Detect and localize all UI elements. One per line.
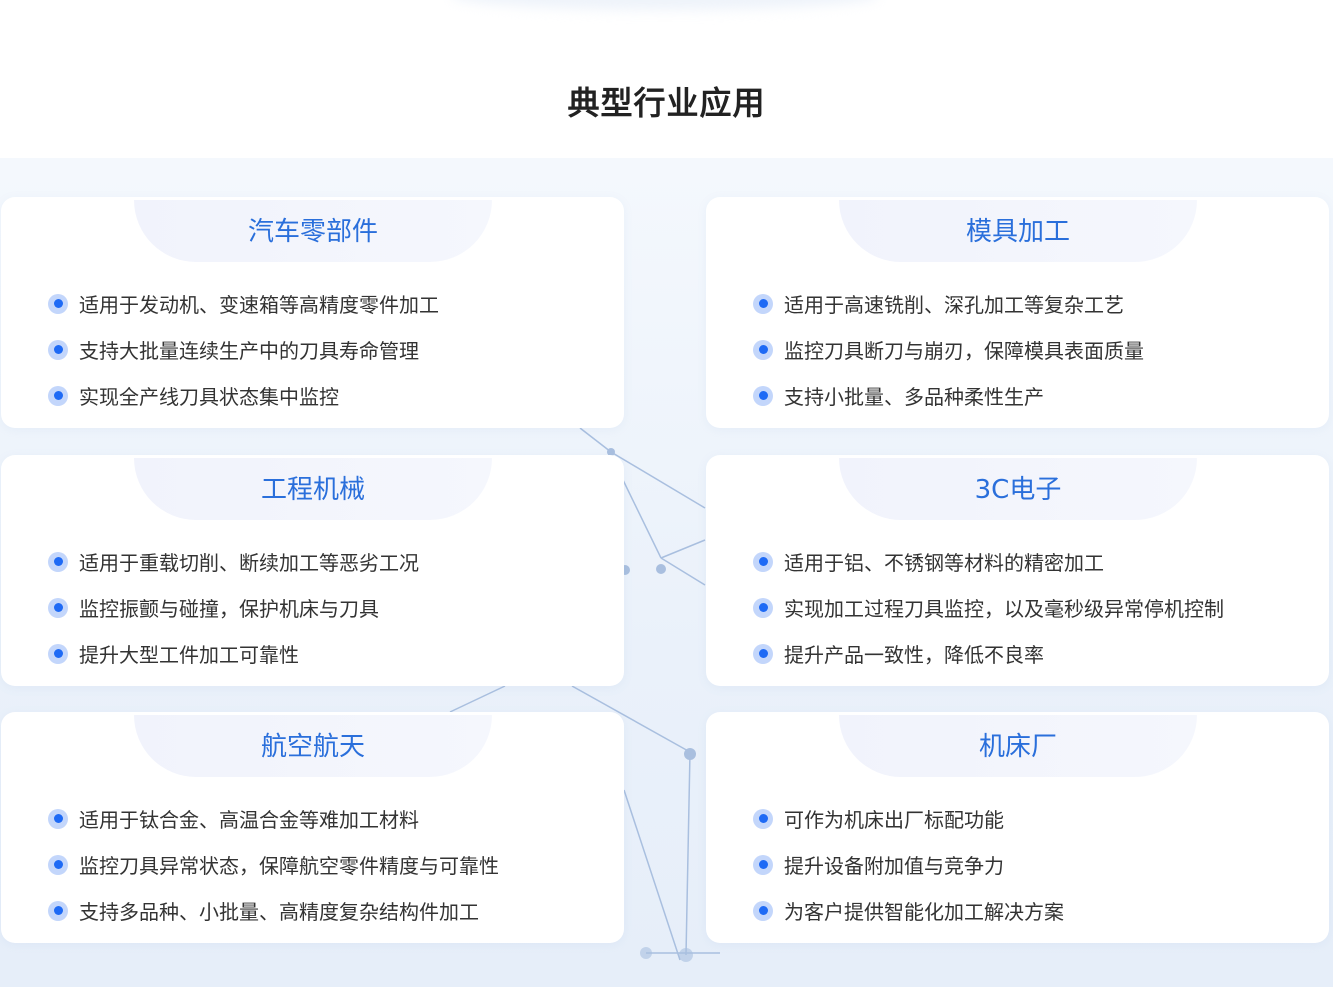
- item-text: 适用于铝、不锈钢等材料的精密加工: [784, 551, 1104, 575]
- item-text: 适用于钛合金、高温合金等难加工材料: [79, 808, 419, 832]
- item-text: 适用于发动机、变速箱等高精度零件加工: [79, 293, 439, 317]
- card-title: 汽车零部件: [134, 200, 492, 262]
- list-item: 为客户提供智能化加工解决方案: [753, 896, 1064, 925]
- bullet-icon: [753, 339, 773, 360]
- industry-card: 航空航天适用于钛合金、高温合金等难加工材料监控刀具异常状态，保障航空零件精度与可…: [1, 712, 624, 943]
- bullet-icon: [48, 339, 68, 360]
- list-item: 适用于发动机、变速箱等高精度零件加工: [48, 289, 439, 318]
- item-text: 支持多品种、小批量、高精度复杂结构件加工: [79, 900, 479, 924]
- bullet-icon: [48, 293, 68, 314]
- bullet-icon: [48, 854, 68, 875]
- item-text: 适用于高速铣削、深孔加工等复杂工艺: [784, 293, 1124, 317]
- bullet-icon: [48, 385, 68, 406]
- item-text: 支持小批量、多品种柔性生产: [784, 385, 1044, 409]
- list-item: 提升大型工件加工可靠性: [48, 639, 299, 668]
- item-text: 监控刀具断刀与崩刃，保障模具表面质量: [784, 339, 1144, 363]
- bullet-icon: [753, 900, 773, 921]
- bullet-icon: [48, 597, 68, 618]
- item-text: 提升大型工件加工可靠性: [79, 643, 299, 667]
- list-item: 监控刀具断刀与崩刃，保障模具表面质量: [753, 335, 1144, 364]
- list-item: 提升设备附加值与竞争力: [753, 850, 1004, 879]
- card-title: 3C电子: [839, 458, 1197, 520]
- bullet-icon: [753, 385, 773, 406]
- industry-card: 模具加工适用于高速铣削、深孔加工等复杂工艺监控刀具断刀与崩刃，保障模具表面质量支…: [706, 197, 1329, 428]
- bullet-icon: [48, 643, 68, 664]
- bullet-icon: [753, 293, 773, 314]
- list-item: 可作为机床出厂标配功能: [753, 804, 1004, 833]
- industry-card: 汽车零部件适用于发动机、变速箱等高精度零件加工支持大批量连续生产中的刀具寿命管理…: [1, 197, 624, 428]
- list-item: 实现全产线刀具状态集中监控: [48, 381, 339, 410]
- list-item: 支持多品种、小批量、高精度复杂结构件加工: [48, 896, 479, 925]
- list-item: 支持小批量、多品种柔性生产: [753, 381, 1044, 410]
- card-title: 模具加工: [839, 200, 1197, 262]
- list-item: 适用于钛合金、高温合金等难加工材料: [48, 804, 419, 833]
- list-item: 适用于铝、不锈钢等材料的精密加工: [753, 547, 1104, 576]
- list-item: 监控刀具异常状态，保障航空零件精度与可靠性: [48, 850, 499, 879]
- bullet-icon: [753, 597, 773, 618]
- item-text: 提升产品一致性，降低不良率: [784, 643, 1044, 667]
- item-text: 适用于重载切削、断续加工等恶劣工况: [79, 551, 419, 575]
- card-title: 工程机械: [134, 458, 492, 520]
- item-text: 监控刀具异常状态，保障航空零件精度与可靠性: [79, 854, 499, 878]
- bullet-icon: [753, 643, 773, 664]
- card-title: 航空航天: [134, 715, 492, 777]
- bullet-icon: [753, 854, 773, 875]
- item-text: 实现全产线刀具状态集中监控: [79, 385, 339, 409]
- bullet-icon: [753, 551, 773, 572]
- card-title: 机床厂: [839, 715, 1197, 777]
- bullet-icon: [753, 808, 773, 829]
- list-item: 适用于高速铣削、深孔加工等复杂工艺: [753, 289, 1124, 318]
- bullet-icon: [48, 900, 68, 921]
- item-text: 为客户提供智能化加工解决方案: [784, 900, 1064, 924]
- list-item: 监控振颤与碰撞，保护机床与刀具: [48, 593, 379, 622]
- item-text: 可作为机床出厂标配功能: [784, 808, 1004, 832]
- item-text: 实现加工过程刀具监控，以及毫秒级异常停机控制: [784, 597, 1224, 621]
- item-text: 监控振颤与碰撞，保护机床与刀具: [79, 597, 379, 621]
- list-item: 提升产品一致性，降低不良率: [753, 639, 1044, 668]
- item-text: 支持大批量连续生产中的刀具寿命管理: [79, 339, 419, 363]
- industry-card: 机床厂可作为机床出厂标配功能提升设备附加值与竞争力为客户提供智能化加工解决方案: [706, 712, 1329, 943]
- list-item: 适用于重载切削、断续加工等恶劣工况: [48, 547, 419, 576]
- bullet-icon: [48, 808, 68, 829]
- page-title: 典型行业应用: [567, 84, 766, 122]
- list-item: 支持大批量连续生产中的刀具寿命管理: [48, 335, 419, 364]
- industry-card: 3C电子适用于铝、不锈钢等材料的精密加工实现加工过程刀具监控，以及毫秒级异常停机…: [706, 455, 1329, 686]
- top-glow: [450, 0, 880, 10]
- bullet-icon: [48, 551, 68, 572]
- item-text: 提升设备附加值与竞争力: [784, 854, 1004, 878]
- list-item: 实现加工过程刀具监控，以及毫秒级异常停机控制: [753, 593, 1224, 622]
- industry-card: 工程机械适用于重载切削、断续加工等恶劣工况监控振颤与碰撞，保护机床与刀具提升大型…: [1, 455, 624, 686]
